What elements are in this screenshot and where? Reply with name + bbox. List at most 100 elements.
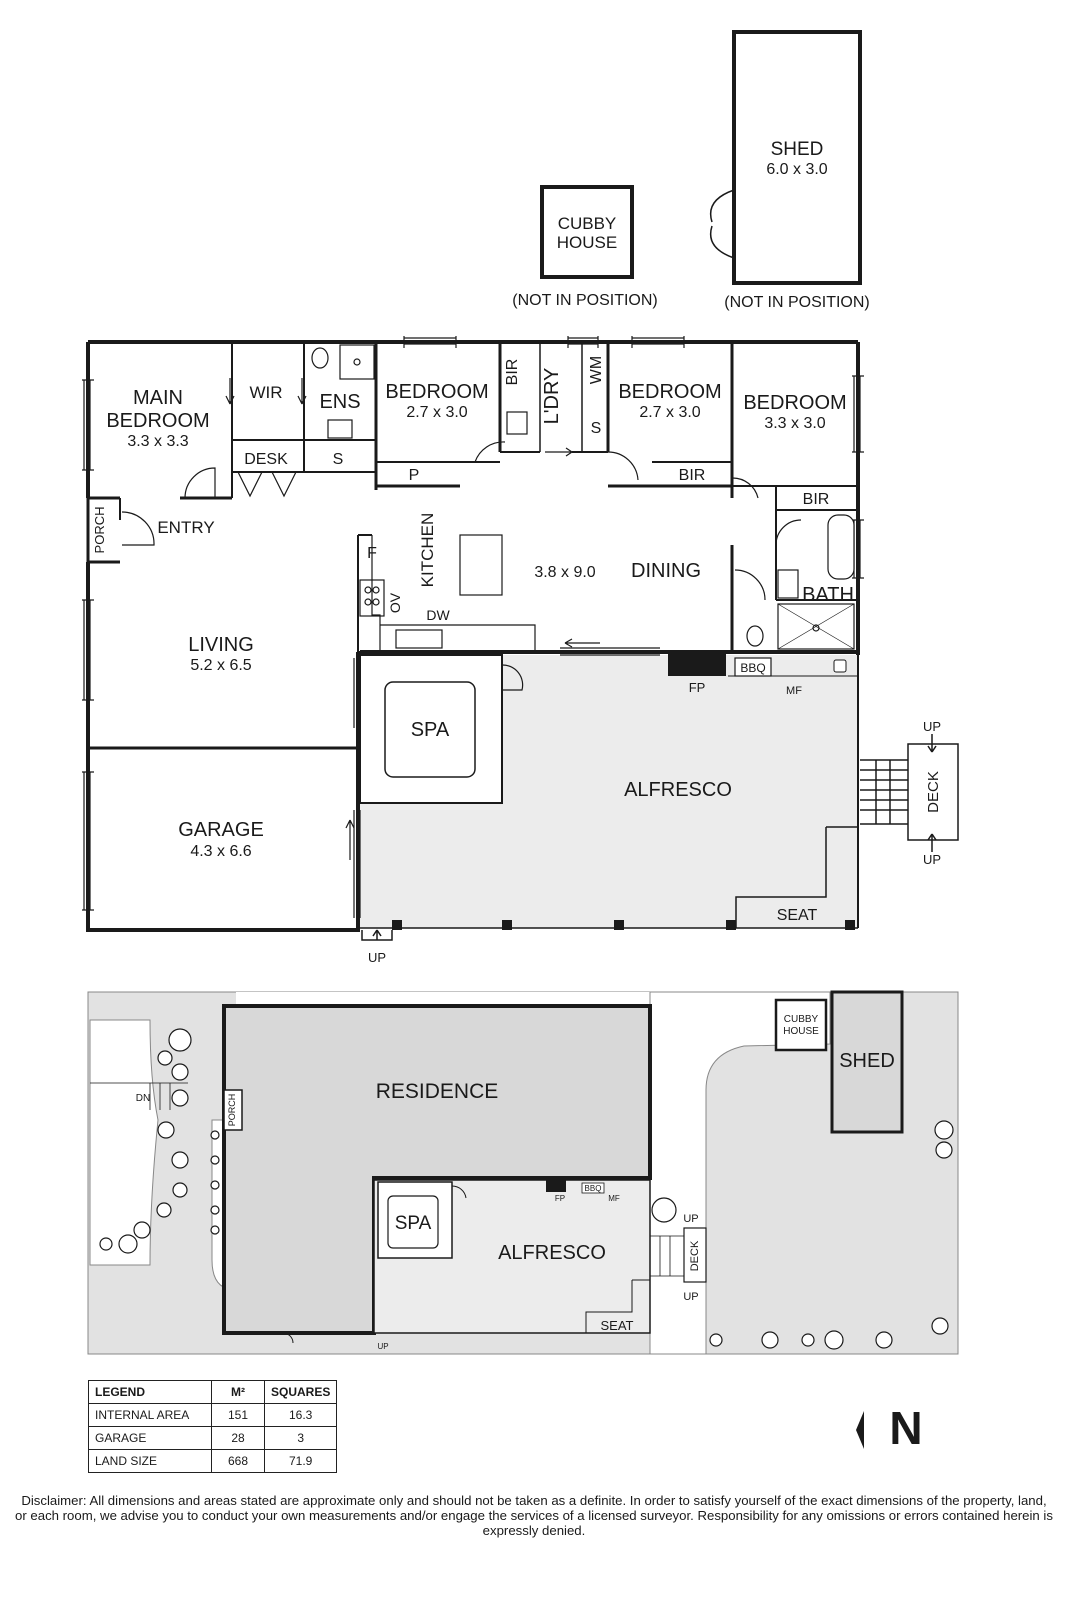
bedroom4-size: 3.3 x 3.0 (764, 415, 825, 432)
porch-label: PORCH (92, 507, 107, 554)
site-seat-label: SEAT (601, 1318, 634, 1333)
site-mf-label: MF (608, 1194, 620, 1203)
site-porch-label: PORCH (227, 1094, 237, 1127)
legend-row: LAND SIZE 668 71.9 (88, 1449, 338, 1473)
site-shed-label: SHED (839, 1050, 895, 1072)
main-bedroom-label-2: BEDROOM (106, 410, 209, 432)
alfresco-label: ALFRESCO (624, 779, 732, 801)
cubby-label-2: HOUSE (557, 233, 617, 252)
shed-size: 6.0 x 3.0 (766, 161, 827, 178)
up-label-bottom: UP (923, 852, 941, 867)
site-fp-label: FP (555, 1194, 565, 1203)
laundry-label: L'DRY (541, 368, 563, 425)
s-label-2: S (591, 420, 602, 437)
north-arrow-icon (856, 1411, 864, 1449)
house-walls (86, 340, 860, 932)
kitchen-label: KITCHEN (418, 513, 437, 588)
north-letter: N (889, 1402, 922, 1454)
dining-label: DINING (631, 560, 701, 582)
windows (82, 336, 864, 918)
site-residence-label: RESIDENCE (376, 1080, 499, 1103)
legend-header-row: LEGEND M² SQUARES (88, 1380, 338, 1404)
legend-header-label: LEGEND (88, 1380, 212, 1404)
bath-label: BATH (802, 584, 854, 606)
shed-outline (732, 30, 862, 285)
legend-row-squares: 16.3 (263, 1403, 338, 1427)
legend-row-label: INTERNAL AREA (88, 1403, 212, 1427)
doors (121, 378, 802, 860)
legend-row-label: LAND SIZE (88, 1449, 212, 1473)
bedroom2-label: BEDROOM (385, 381, 488, 403)
disclaimer-text: Disclaimer: All dimensions and areas sta… (15, 1493, 1053, 1538)
wir-label: WIR (249, 383, 282, 402)
site-deck-label: DECK (689, 1240, 701, 1271)
garage-size: 4.3 x 6.6 (190, 843, 251, 860)
seat-label: SEAT (777, 907, 818, 924)
bedroom2-size: 2.7 x 3.0 (406, 404, 467, 421)
shed-note: (NOT IN POSITION) (724, 294, 869, 311)
legend-row-label: GARAGE (88, 1426, 212, 1450)
ens-label: ENS (319, 391, 360, 413)
site-cubby-label-1: CUBBY (784, 1014, 819, 1025)
legend-row-m2: 28 (211, 1426, 265, 1450)
desk-label: DESK (244, 451, 288, 468)
shed-label: SHED (771, 139, 824, 160)
living-label: LIVING (188, 634, 254, 656)
ens-toilet (311, 347, 329, 369)
main-bedroom-label-1: MAIN (133, 387, 183, 409)
f-label: F (367, 545, 377, 562)
legend-row-squares: 3 (263, 1426, 338, 1450)
fixtures (311, 344, 855, 652)
living-size: 5.2 x 6.5 (190, 657, 251, 674)
bathtub (827, 514, 855, 580)
spa-label: SPA (411, 719, 450, 741)
legend-header-squares: SQUARES (263, 1380, 338, 1404)
site-up-label-3: UP (377, 1342, 388, 1351)
fp-label: FP (689, 680, 706, 695)
site-alfresco-label: ALFRESCO (498, 1242, 606, 1264)
entry-label: ENTRY (157, 518, 214, 537)
legend-row: GARAGE 28 3 (88, 1426, 338, 1450)
up-label-alfresco: UP (368, 950, 386, 965)
wm-label: WM (588, 356, 605, 384)
dw-label: DW (426, 607, 450, 623)
main-bedroom-size: 3.3 x 3.3 (127, 433, 188, 450)
site-cubby-label-2: HOUSE (783, 1026, 819, 1037)
site-dn-label: DN (136, 1093, 150, 1104)
alfresco-area (359, 652, 859, 930)
p-label: P (409, 467, 420, 484)
cubby-note: (NOT IN POSITION) (512, 292, 657, 309)
deck (361, 734, 959, 941)
legend-row: INTERNAL AREA 151 16.3 (88, 1403, 338, 1427)
mf-label: MF (786, 685, 802, 697)
legend-row-squares: 71.9 (263, 1449, 338, 1473)
bir1-label: BIR (504, 359, 521, 386)
fireplace (668, 652, 726, 676)
kitchen-island (459, 534, 503, 596)
site-plan (87, 990, 959, 1355)
cubby-outline (540, 185, 634, 279)
deck-label: DECK (925, 771, 942, 813)
cubby-label-1: CUBBY (558, 214, 617, 233)
kitchen-dining-size: 3.8 x 9.0 (534, 564, 595, 581)
site-up-label-1: UP (683, 1213, 698, 1225)
site-up-label-2: UP (683, 1291, 698, 1303)
site-spa-label: SPA (395, 1213, 432, 1234)
garage-label: GARAGE (178, 819, 264, 841)
legend-row-m2: 668 (211, 1449, 265, 1473)
north-compass: N (856, 1402, 923, 1454)
bir3-label: BIR (803, 491, 830, 508)
up-label-top: UP (923, 719, 941, 734)
bedroom3-label: BEDROOM (618, 381, 721, 403)
shed-door (710, 189, 735, 259)
ov-label: OV (387, 592, 403, 613)
legend-row-m2: 151 (211, 1403, 265, 1427)
bedroom4-label: BEDROOM (743, 392, 846, 414)
trees (99, 1028, 954, 1350)
bedroom3-size: 2.7 x 3.0 (639, 404, 700, 421)
spa-tub (384, 681, 476, 778)
s-label-1: S (333, 451, 344, 468)
site-spa-tub (387, 1195, 439, 1249)
site-bbq-label: BBQ (585, 1184, 602, 1193)
